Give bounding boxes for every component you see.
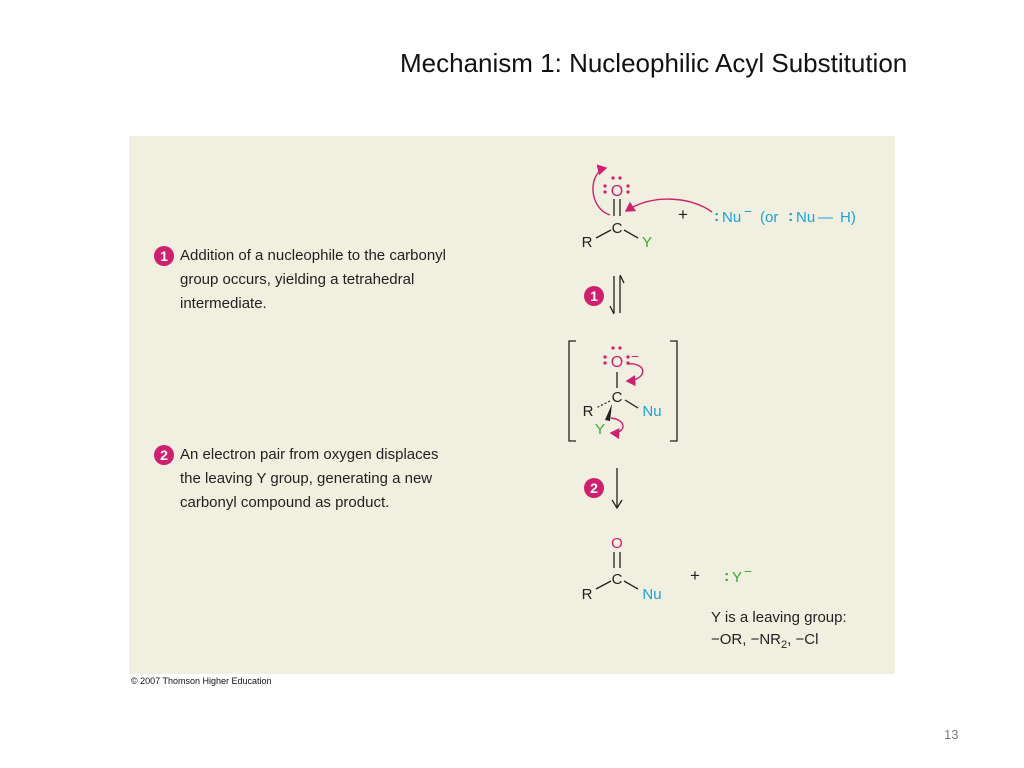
leaving-group-note-suffix: , −Cl bbox=[787, 631, 818, 648]
product-nu-group: Nu bbox=[642, 586, 661, 603]
step-2-line: the leaving Y group, generating a new bbox=[180, 470, 433, 487]
nucleophile-lone-pair: : bbox=[714, 208, 719, 225]
copyright-notice: © 2007 Thomson Higher Education bbox=[131, 676, 272, 686]
intermediate-oxygen-charge: − bbox=[631, 348, 639, 364]
nucleophile-alt-h: H) bbox=[840, 209, 856, 226]
leaving-group-note-line1: Y is a leaving group: bbox=[711, 609, 847, 626]
reactant-y-group: Y bbox=[642, 234, 652, 251]
intermediate-oxygen: O bbox=[611, 354, 623, 371]
reactant-molecule: O C R Y bbox=[582, 176, 652, 251]
step-1-description: Addition of a nucleophile to the carbony… bbox=[180, 244, 540, 316]
intermediate-nu-group: Nu bbox=[642, 403, 661, 420]
leaving-group-charge: − bbox=[744, 563, 752, 579]
page-number: 13 bbox=[944, 727, 959, 742]
step-1-line: Addition of a nucleophile to the carbony… bbox=[180, 247, 447, 264]
step-2-badge: 2 bbox=[154, 445, 174, 465]
reactant-r-group: R bbox=[582, 234, 593, 251]
bond-line bbox=[595, 580, 612, 590]
slide-title: Mechanism 1: Nucleophilic Acyl Substitut… bbox=[400, 48, 908, 78]
product-r-group: R bbox=[582, 586, 593, 603]
step-2-line: carbonyl compound as product. bbox=[180, 494, 390, 511]
arrow-2-badge: 2 bbox=[584, 478, 604, 498]
bond-line bbox=[623, 229, 639, 239]
plus-sign: + bbox=[678, 205, 688, 224]
reactant-oxygen: O bbox=[611, 183, 623, 200]
step-1-line: group occurs, yielding a tetrahedral bbox=[180, 271, 415, 288]
oxygen-lone-pairs bbox=[603, 176, 630, 194]
curved-arrow-nucleophile-attack bbox=[624, 198, 713, 213]
nucleophile-alt-symbol: Nu bbox=[796, 209, 815, 226]
nucleophile-charge: − bbox=[744, 203, 752, 219]
leaving-group-ion: : Y − bbox=[724, 563, 752, 586]
intermediate-y-group: Y bbox=[595, 421, 605, 438]
curved-arrow-pi-to-oxygen bbox=[592, 164, 611, 216]
nucleophile-symbol: Nu bbox=[722, 209, 741, 226]
nucleophile-alt-open: (or bbox=[760, 209, 778, 226]
product-molecule: O C R Nu bbox=[582, 535, 662, 603]
curved-arrow-lone-pair-to-bond bbox=[625, 363, 644, 387]
leaving-group-note-line2: −OR, −NR2, −Cl bbox=[711, 631, 818, 651]
intermediate-carbon: C bbox=[612, 389, 623, 406]
leaving-group-symbol: Y bbox=[732, 569, 742, 586]
step-1-badge: 1 bbox=[154, 246, 174, 266]
leaving-group-note-subscript: 2 bbox=[781, 639, 787, 651]
intermediate-r-group: R bbox=[583, 403, 594, 420]
right-bracket bbox=[670, 340, 678, 442]
figure-panel bbox=[129, 136, 895, 674]
step-2-description: An electron pair from oxygen displaces t… bbox=[180, 443, 540, 515]
step-2-line: An electron pair from oxygen displaces bbox=[180, 446, 439, 463]
arrow-1-badge: 1 bbox=[584, 286, 604, 306]
nucleophile-alt-bond: — bbox=[818, 209, 833, 226]
equilibrium-arrow bbox=[609, 274, 625, 315]
leaving-group-note-prefix: −OR, −NR bbox=[711, 631, 781, 648]
reactant-carbon: C bbox=[612, 220, 623, 237]
nucleophile-alt-lone-pair: : bbox=[788, 208, 793, 225]
bond-line bbox=[624, 399, 639, 409]
product-oxygen: O bbox=[611, 535, 623, 552]
leaving-group-note: Y is a leaving group: −OR, −NR2, −Cl bbox=[711, 609, 847, 651]
nucleophile-label: : Nu − (or : Nu — H) bbox=[714, 203, 856, 226]
intermediate-lone-pairs bbox=[603, 346, 630, 365]
bond-line bbox=[595, 229, 612, 239]
curved-arrow-leaving-group bbox=[609, 417, 624, 440]
wedge-bond bbox=[605, 404, 612, 421]
step-1-line: intermediate. bbox=[180, 295, 267, 312]
leaving-group-lone-pair: : bbox=[724, 568, 729, 585]
tetrahedral-intermediate: O − C R Nu Y bbox=[568, 340, 678, 442]
forward-arrow bbox=[611, 468, 623, 510]
product-carbon: C bbox=[612, 571, 623, 588]
dashed-bond bbox=[595, 400, 611, 409]
bond-line bbox=[623, 580, 639, 590]
plus-sign: + bbox=[690, 566, 700, 585]
left-bracket bbox=[568, 340, 576, 442]
